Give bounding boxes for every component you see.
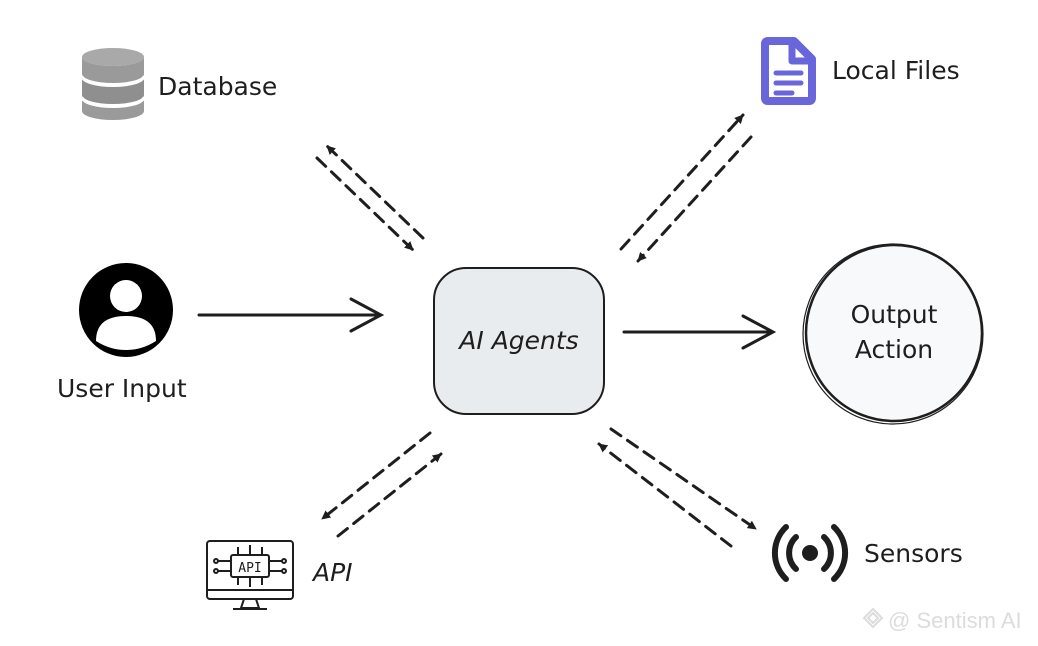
local-files-label: Local Files: [832, 56, 960, 85]
api-label: API: [311, 558, 353, 587]
arrow-user-to-agents: [197, 297, 385, 333]
arrow-agents-to-database: [325, 144, 425, 240]
arrow-api-to-agents: [336, 452, 443, 538]
output-action-node: Output Action: [802, 243, 984, 425]
arrow-agents-to-output: [622, 314, 777, 350]
arrow-agents-to-api: [320, 431, 432, 521]
arrow-agents-to-sensors: [609, 427, 758, 531]
arrow-sensors-to-agents: [597, 442, 733, 548]
database-node: Database: [80, 48, 277, 120]
arrow-localfiles-to-agents: [636, 135, 753, 263]
arrow-database-to-agents: [315, 156, 415, 252]
watermark: @ Sentism AI: [862, 607, 1022, 633]
api-node: API API: [206, 540, 353, 610]
sensors-label: Sensors: [864, 539, 963, 568]
api-chip-text: API: [238, 561, 261, 576]
user-icon: [79, 263, 173, 357]
sensors-node: Sensors: [771, 524, 963, 582]
output-action-label-line2: Action: [855, 335, 933, 364]
output-action-label-line1: Output: [851, 300, 938, 329]
database-icon: [80, 48, 146, 120]
watermark-text: @ Sentism AI: [888, 608, 1022, 633]
local-files-node: Local Files: [761, 37, 960, 105]
diamond-logo-icon: [862, 607, 884, 629]
user-input-label: User Input: [57, 374, 187, 403]
broadcast-icon: [771, 524, 849, 582]
database-label: Database: [158, 72, 277, 101]
ai-agents-node: AI Agents: [433, 267, 605, 415]
arrow-agents-to-localfiles: [619, 113, 745, 251]
user-input-node: User Input: [57, 263, 187, 403]
api-icon: API: [206, 540, 294, 610]
document-icon: [761, 37, 816, 105]
ai-agents-label: AI Agents: [457, 326, 578, 355]
